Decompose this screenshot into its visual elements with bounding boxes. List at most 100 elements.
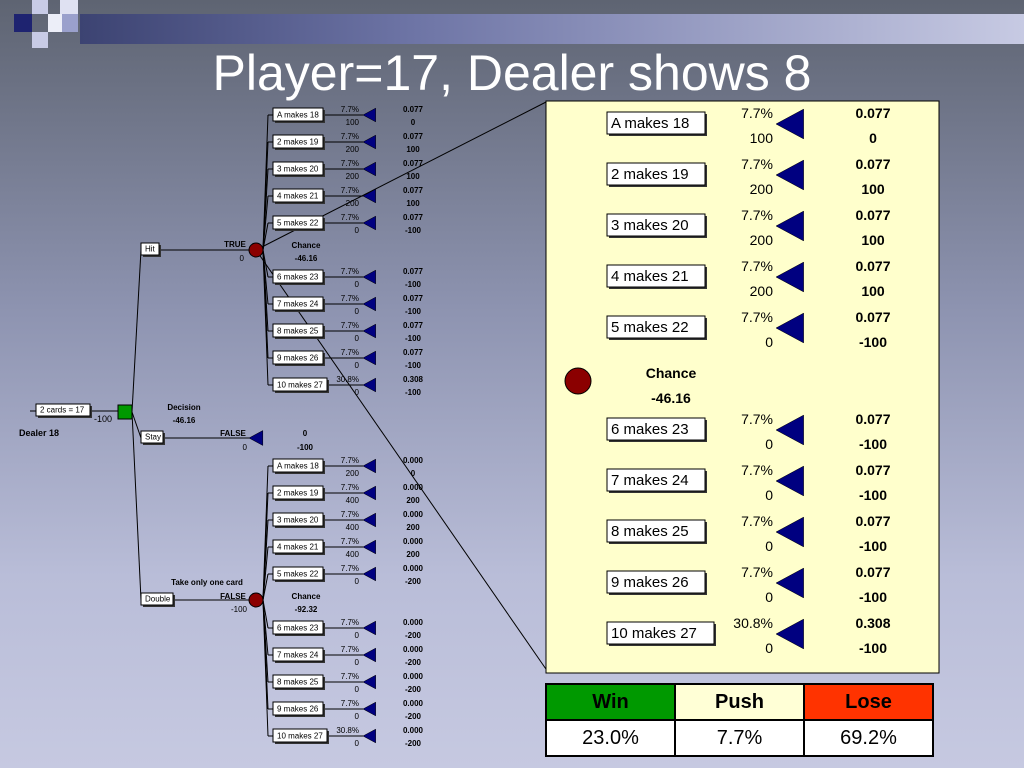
- double_outcomes-outcome-1: [272, 485, 324, 500]
- hit_outcomes-outcome-9-label: 10 makes 27: [277, 380, 323, 389]
- double_outcomes-outcome-0-label: A makes 18: [277, 461, 319, 470]
- zoom-ev-3: 0.077: [855, 258, 890, 274]
- double-chance-value: -92.32: [295, 605, 318, 614]
- double_outcomes-outcome-0: [272, 458, 324, 473]
- hit_outcomes-terminal-9: [362, 377, 376, 393]
- hit_outcomes-outcome-5: [272, 269, 324, 284]
- corner-square-mid: [62, 14, 78, 32]
- zoom-payoff-8: 0: [765, 589, 773, 605]
- root-box-label: 2 cards = 17: [40, 406, 85, 415]
- double_outcomes-prob-0: 7.7%: [341, 456, 359, 465]
- zoom-outcome-8-label: 9 makes 26: [611, 574, 689, 591]
- hit_outcomes-terminal-4: [362, 215, 376, 231]
- zoom-evpay-8: -100: [859, 589, 887, 605]
- zoom-outcome-8: [606, 570, 706, 594]
- double_outcomes-terminal-0: [362, 458, 376, 474]
- double_outcomes-outcome-2-label: 3 makes 20: [277, 515, 319, 524]
- zoom-outcome-2: [606, 213, 706, 237]
- hit_outcomes-evpay-8: -100: [405, 361, 422, 370]
- double_outcomes-payoff-4: 0: [355, 577, 360, 586]
- zoom-outcome-0: [606, 111, 706, 135]
- double_outcomes-payoff-7: 0: [355, 685, 360, 694]
- hit_outcomes-outcome-9: [272, 377, 328, 392]
- double_outcomes-prob-3: 7.7%: [341, 537, 359, 546]
- zoom-prob-2: 7.7%: [741, 207, 773, 223]
- zoom-ev-1: 0.077: [855, 156, 890, 172]
- summary-header-row: Win Push Lose: [545, 683, 934, 721]
- zoom-prob-3: 7.7%: [741, 258, 773, 274]
- zoom-outcome-3-label: 4 makes 21: [611, 268, 689, 285]
- branch-line: [262, 195, 269, 251]
- hit_outcomes-payoff-0: 100: [346, 118, 360, 127]
- hit_outcomes-outcome-3-label: 4 makes 21: [277, 191, 319, 200]
- zoom-outcome-9: [606, 621, 715, 645]
- hit_outcomes-prob-6: 7.7%: [341, 294, 359, 303]
- double_outcomes-evpay-3: 200: [406, 550, 420, 559]
- zoom-prob-4: 7.7%: [741, 309, 773, 325]
- hit_outcomes-evpay-1: 100: [406, 145, 420, 154]
- double_outcomes-outcome-9-label: 10 makes 27: [277, 731, 323, 740]
- double_outcomes-outcome-2: [272, 512, 324, 527]
- zoom-outcome-7: [606, 519, 706, 543]
- branch-line: [131, 411, 142, 601]
- double_outcomes-prob-2: 7.7%: [341, 510, 359, 519]
- double_outcomes-evpay-8: -200: [405, 712, 422, 721]
- double-flag: FALSE: [220, 592, 246, 601]
- double_outcomes-prob-9: 30.8%: [336, 726, 359, 735]
- summary-win-header: Win: [545, 683, 676, 721]
- zoom-connector-line: [255, 249, 549, 673]
- zoom-ev-7: 0.077: [855, 513, 890, 529]
- hit_outcomes-ev-9: 0.308: [403, 375, 424, 384]
- double_outcomes-outcome-7: [272, 674, 324, 689]
- hit_outcomes-payoff-7: 0: [355, 334, 360, 343]
- summary-win-value: 23.0%: [545, 719, 676, 757]
- hit_outcomes-outcome-0-label: A makes 18: [277, 110, 319, 119]
- hit_outcomes-evpay-2: 100: [406, 172, 420, 181]
- zoom-terminal-4: [775, 312, 804, 344]
- branch-line: [131, 249, 142, 413]
- double_outcomes-prob-6: 7.7%: [341, 645, 359, 654]
- zoom-payoff-6: 0: [765, 487, 773, 503]
- double_outcomes-payoff-2: 400: [346, 523, 360, 532]
- double_outcomes-evpay-4: -200: [405, 577, 422, 586]
- hit_outcomes-outcome-0: [272, 107, 324, 122]
- zoom-prob-0: 7.7%: [741, 105, 773, 121]
- double_outcomes-payoff-9: 0: [355, 739, 360, 748]
- double_outcomes-ev-5: 0.000: [403, 618, 424, 627]
- title-bar-decoration: [80, 14, 1024, 44]
- zoom-outcome-5: [606, 417, 706, 441]
- hit-box: [140, 242, 160, 256]
- hit_outcomes-payoff-2: 200: [346, 172, 360, 181]
- zoom-outcome-6: [606, 468, 706, 492]
- branch-line: [262, 249, 269, 386]
- hit_outcomes-payoff-1: 200: [346, 145, 360, 154]
- double_outcomes-evpay-1: 200: [406, 496, 420, 505]
- stay-end-prob: 0: [303, 429, 308, 438]
- double_outcomes-outcome-5-label: 6 makes 23: [277, 623, 319, 632]
- summary-lose-value: 69.2%: [803, 719, 934, 757]
- decision-value: -46.16: [173, 416, 196, 425]
- hit_outcomes-evpay-9: -100: [405, 388, 422, 397]
- double_outcomes-outcome-8-label: 9 makes 26: [277, 704, 319, 713]
- double_outcomes-payoff-1: 400: [346, 496, 360, 505]
- double_outcomes-outcome-4: [272, 566, 324, 581]
- zoom-terminal-6: [775, 465, 804, 497]
- zoom-payoff-5: 0: [765, 436, 773, 452]
- zoom-outcome-1-label: 2 makes 19: [611, 166, 689, 183]
- root-box: [35, 403, 91, 417]
- hit_outcomes-outcome-7: [272, 323, 324, 338]
- zoom-ev-6: 0.077: [855, 462, 890, 478]
- slide-title: Player=17, Dealer shows 8: [212, 45, 812, 101]
- hit_outcomes-outcome-4: [272, 215, 324, 230]
- double_outcomes-terminal-6: [362, 647, 376, 663]
- hit_outcomes-terminal-0: [362, 107, 376, 123]
- zoom-prob-1: 7.7%: [741, 156, 773, 172]
- corner-square-light: [48, 14, 62, 32]
- decision-node: [117, 404, 133, 420]
- zoom-prob-7: 7.7%: [741, 513, 773, 529]
- zoom-outcome-3: [606, 264, 706, 288]
- summary-push-header: Push: [674, 683, 805, 721]
- hit-chance-name: Chance: [292, 241, 321, 250]
